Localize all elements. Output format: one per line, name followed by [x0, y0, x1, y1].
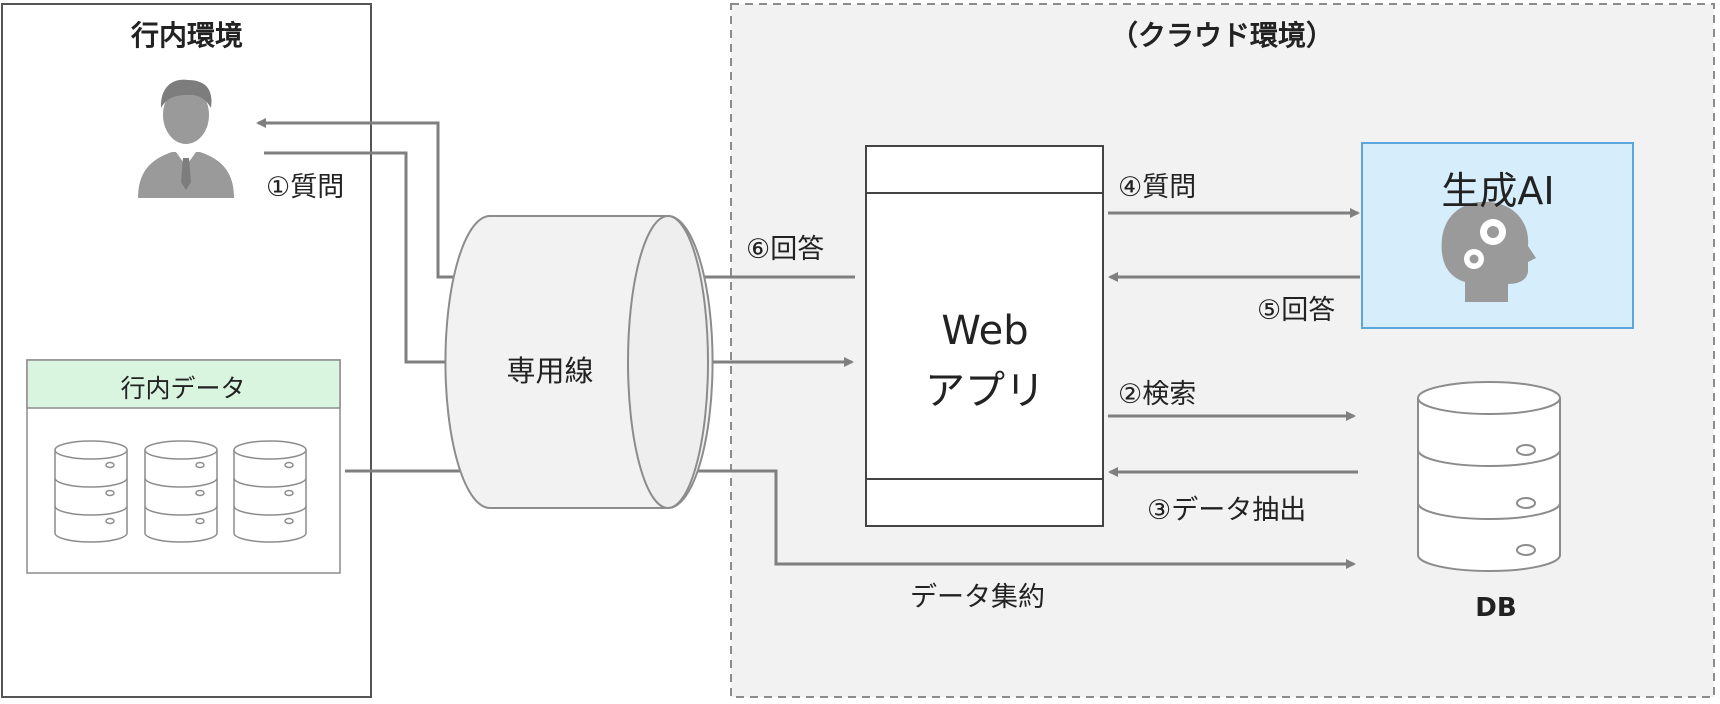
flow-label-step4: ④質問	[1118, 172, 1197, 203]
webapp-label-line2: アプリ	[925, 368, 1045, 414]
db-label: DB	[1475, 593, 1517, 623]
webapp-label-line1: Web	[941, 308, 1029, 354]
flow-label-step5: ⑤回答	[1257, 295, 1336, 326]
flow-label-step6: ⑥回答	[746, 234, 825, 265]
cloud-zone-title: （クラウド環境）	[1109, 19, 1335, 52]
bank-db-icon	[54, 440, 128, 543]
webapp-box	[865, 145, 1104, 527]
flow-label-step3: ③データ抽出	[1147, 495, 1307, 526]
leased-line-label: 専用線	[506, 354, 594, 388]
ai-title: 生成AI	[1441, 169, 1555, 213]
ai-head-icon	[1441, 201, 1536, 302]
flow-label-step2: ②検索	[1118, 379, 1197, 410]
leased-line-cylinder	[444, 215, 714, 509]
bank-db-icon	[144, 440, 218, 543]
bank-db-icon	[233, 440, 307, 543]
bank-data-header	[26, 359, 341, 409]
db-icon	[1417, 381, 1561, 572]
flow-label-aggregate: データ集約	[910, 582, 1045, 613]
bank-data-title: 行内データ	[120, 374, 246, 403]
bank-zone-title: 行内環境	[130, 19, 244, 52]
user-icon	[138, 79, 234, 198]
flow-label-step1: ①質問	[266, 172, 345, 203]
